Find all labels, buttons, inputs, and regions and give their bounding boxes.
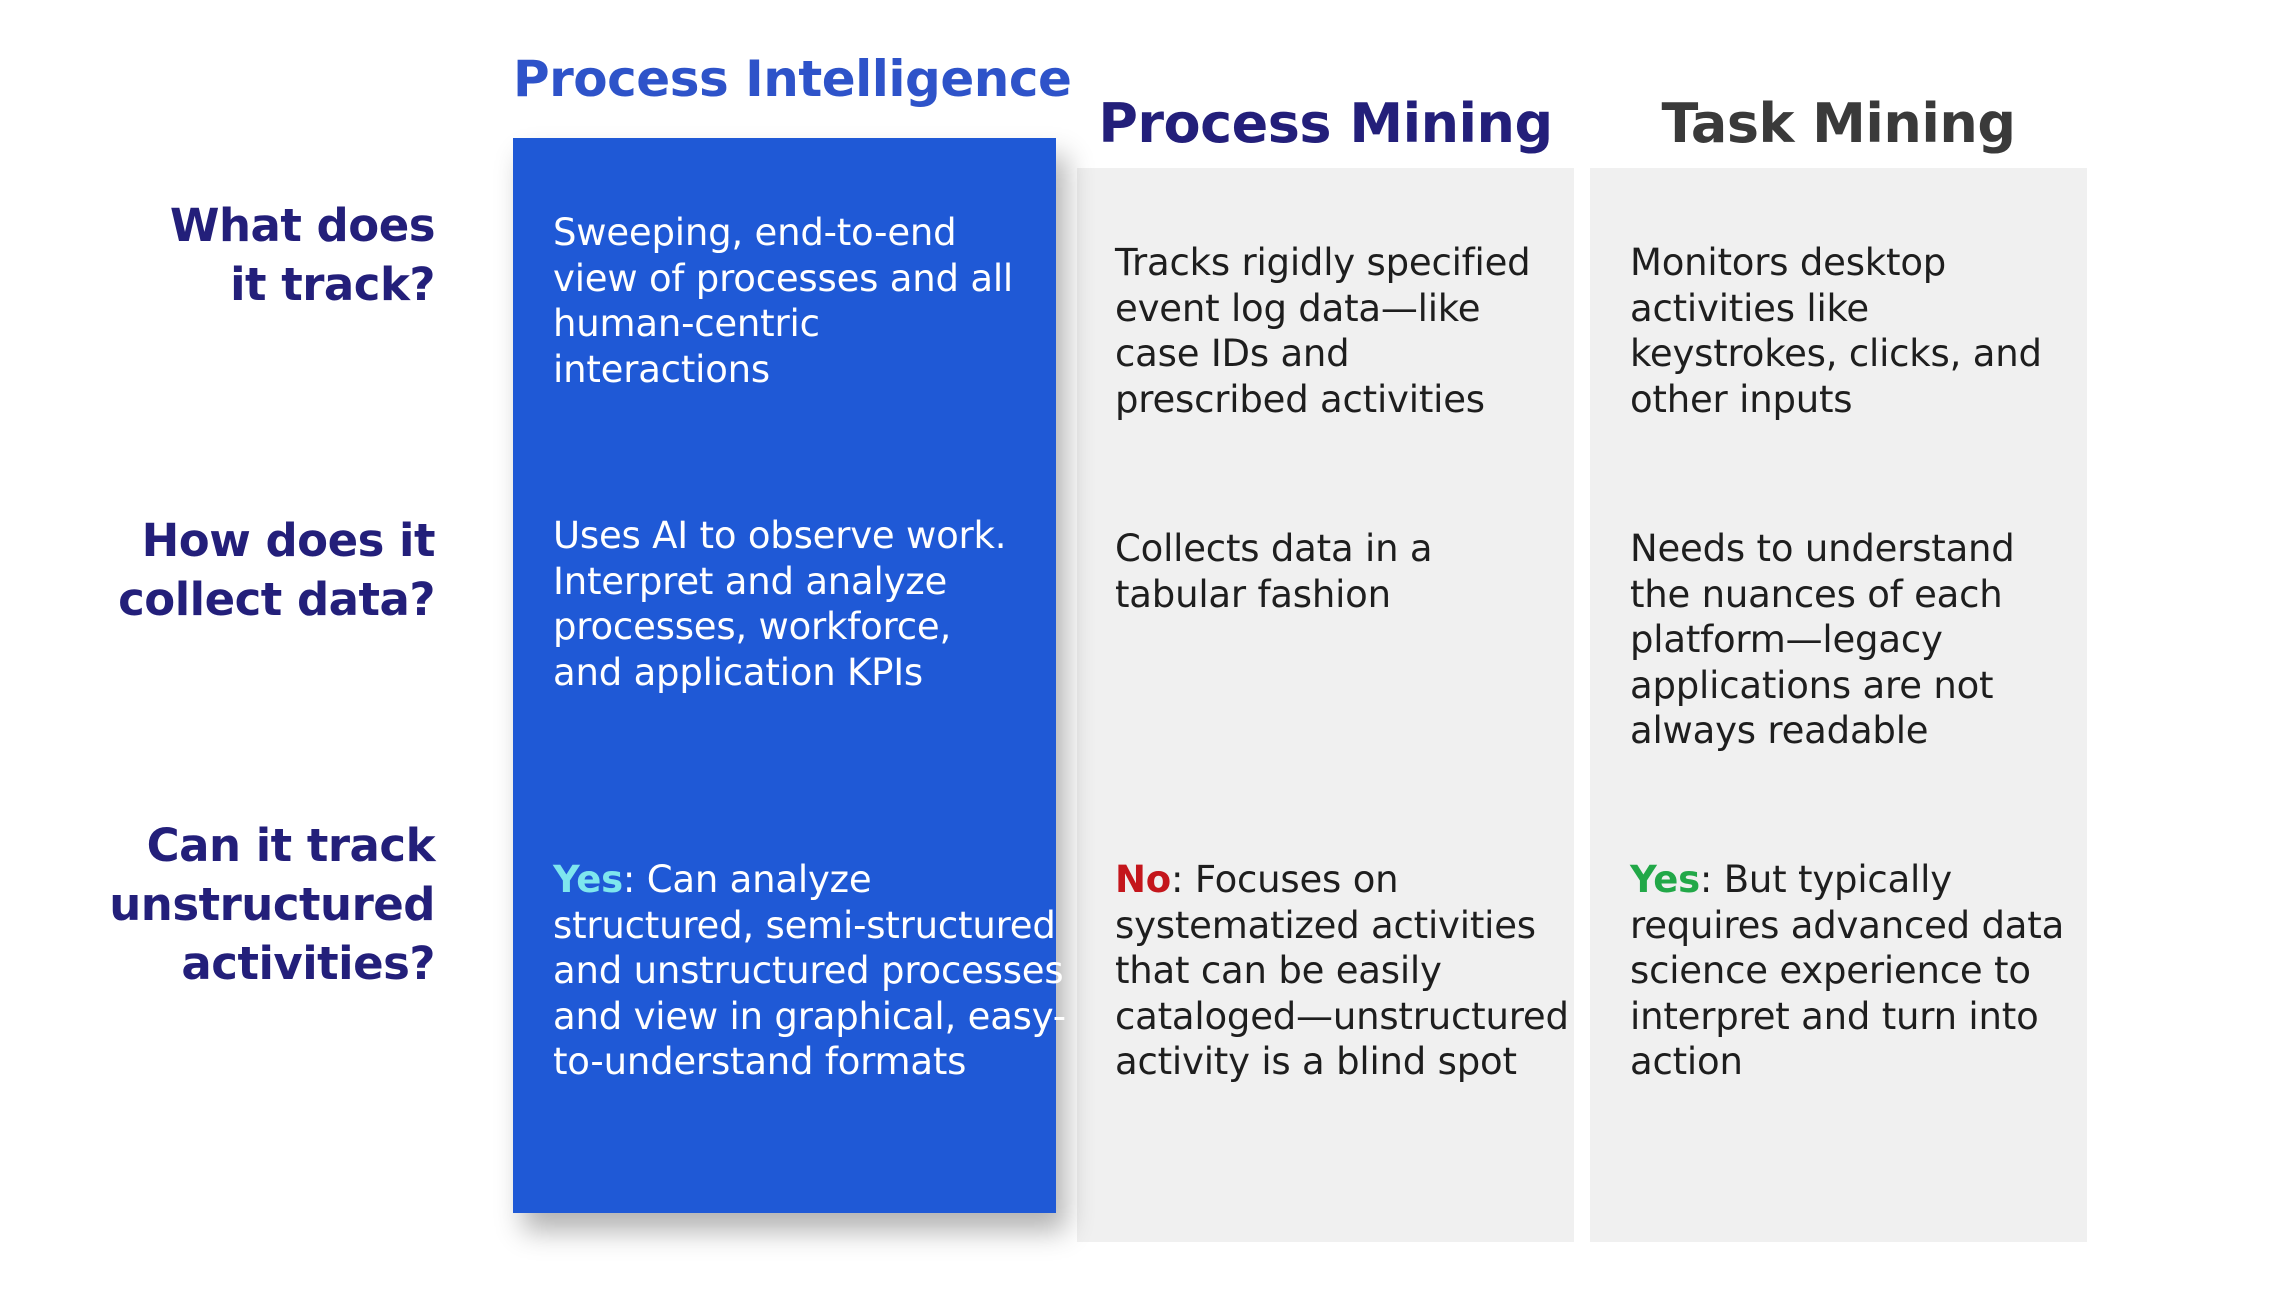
text-line: human-centric: [553, 302, 820, 345]
text-line: keystrokes, clicks, and: [1630, 332, 2042, 375]
pm-unstructured-text: No: Focuses on systematized activities t…: [1115, 857, 1569, 1085]
text-line: Uses AI to observe work.: [553, 514, 1007, 557]
row-label-track: What does it track?: [169, 196, 436, 314]
text-line: activities like: [1630, 286, 1869, 330]
text-line: always readable: [1630, 709, 1929, 752]
text-line: applications are not: [1630, 663, 1994, 707]
task-mining-panel: [1590, 168, 2087, 1242]
text-line: tabular fashion: [1115, 572, 1391, 616]
text-line: and application KPIs: [553, 650, 923, 694]
row-label-line: collect data?: [118, 573, 435, 626]
process-mining-panel: [1077, 168, 1574, 1242]
text-line: case IDs and: [1115, 332, 1350, 375]
text-line: action: [1630, 1040, 1743, 1083]
row-label-unstructured: Can it track unstructured activities?: [109, 816, 435, 993]
row-label-collect: How does it collect data?: [118, 511, 435, 629]
text-line: the nuances of each: [1630, 572, 2003, 616]
tm-collect-text: Needs to understand the nuances of each …: [1630, 526, 2015, 754]
text-line: requires advanced data: [1630, 903, 2065, 947]
text-line: Collects data in a: [1115, 527, 1433, 570]
text-line: interactions: [553, 347, 770, 391]
verdict-yes: Yes: [1630, 858, 1700, 901]
row-label-line: unstructured: [109, 878, 435, 931]
text-line: structured, semi-structured: [553, 903, 1056, 947]
text-line: and view in graphical, easy-: [553, 994, 1066, 1038]
text-line: Yes: But typically: [1630, 857, 2064, 903]
text-line: prescribed activities: [1115, 377, 1485, 421]
text-line: No: Focuses on: [1115, 857, 1569, 903]
header-process-intelligence: Process Intelligence: [513, 50, 1072, 108]
text-line: Sweeping, end-to-end: [553, 211, 957, 254]
text-line: to-understand formats: [553, 1040, 967, 1083]
pi-collect-text: Uses AI to observe work. Interpret and a…: [553, 513, 1007, 695]
pm-track-text: Tracks rigidly specified event log data—…: [1115, 240, 1531, 422]
text-line: Tracks rigidly specified: [1115, 241, 1531, 284]
text-line: Needs to understand: [1630, 527, 2015, 570]
text-line: activity is a blind spot: [1115, 1040, 1517, 1083]
process-intelligence-panel: [513, 138, 1056, 1213]
text-line: event log data—like: [1115, 286, 1481, 330]
verdict-rest: : But typically: [1699, 858, 1952, 901]
text-line: other inputs: [1630, 377, 1853, 421]
text-line: Interpret and analyze: [553, 559, 948, 603]
row-label-line: activities?: [181, 937, 435, 990]
header-process-mining: Process Mining: [1098, 92, 1553, 155]
tm-track-text: Monitors desktop activities like keystro…: [1630, 240, 2042, 422]
row-label-line: What does: [169, 199, 436, 252]
text-line: Yes: Can analyze: [553, 857, 1066, 903]
row-label-line: How does it: [141, 514, 436, 567]
tm-unstructured-text: Yes: But typically requires advanced dat…: [1630, 857, 2064, 1085]
text-line: view of processes and all: [553, 256, 1013, 300]
text-line: processes, workforce,: [553, 605, 952, 648]
text-line: Monitors desktop: [1630, 241, 1947, 284]
text-line: platform—legacy: [1630, 618, 1943, 661]
pm-collect-text: Collects data in a tabular fashion: [1115, 526, 1433, 617]
pi-unstructured-text: Yes: Can analyze structured, semi-struct…: [553, 857, 1066, 1085]
text-line: systematized activities: [1115, 903, 1536, 947]
verdict-no: No: [1115, 858, 1171, 901]
text-line: that can be easily: [1115, 949, 1442, 992]
text-line: science experience to: [1630, 949, 2031, 992]
verdict-yes: Yes: [553, 858, 623, 901]
text-line: interpret and turn into: [1630, 994, 2039, 1038]
text-line: and unstructured processes: [553, 949, 1064, 992]
verdict-rest: : Focuses on: [1171, 858, 1399, 901]
row-label-line: Can it track: [146, 819, 436, 872]
verdict-rest: : Can analyze: [622, 858, 872, 901]
pi-track-text: Sweeping, end-to-end view of processes a…: [553, 210, 1013, 392]
header-task-mining: Task Mining: [1661, 92, 2016, 155]
text-line: cataloged—unstructured: [1115, 994, 1569, 1038]
row-label-line: it track?: [230, 258, 435, 311]
